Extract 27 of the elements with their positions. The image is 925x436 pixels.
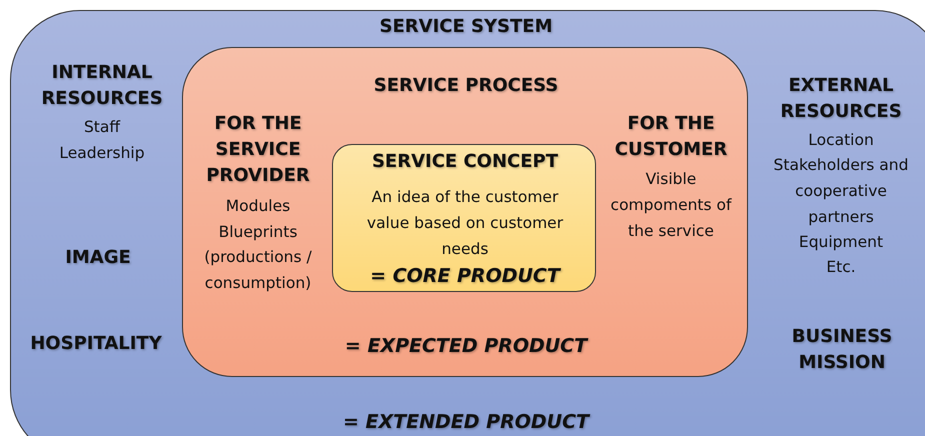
box-title: SERVICE SYSTEM <box>378 15 554 39</box>
section-heading: FOR THE SERVICE PROVIDER <box>205 112 311 188</box>
item-text: Blueprints <box>218 222 298 243</box>
item-text: Leadership <box>58 143 146 164</box>
item-text: Location <box>807 130 875 151</box>
box-footer: = CORE PRODUCT <box>345 263 585 289</box>
box-footer: = EXTENDED PRODUCT <box>306 409 626 435</box>
section-heading: BUSINESS MISSION <box>790 325 894 375</box>
outer-system-box <box>10 10 925 436</box>
box-title: SERVICE PROCESS <box>372 74 560 98</box>
item-text: Staff <box>82 117 122 138</box>
item-text: Stakeholders and cooperative partners <box>772 155 910 228</box>
box-footer: = EXPECTED PRODUCT <box>306 333 626 359</box>
item-text: Equipment <box>798 232 884 253</box>
section-heading: INTERNAL RESOURCES <box>40 61 164 111</box>
box-title: SERVICE CONCEPT <box>370 150 560 174</box>
item-text: Modules <box>224 196 292 217</box>
item-text: (productions / consumption) <box>203 247 313 294</box>
section-heading: EXTERNAL RESOURCES <box>779 74 903 124</box>
item-text: Visible compoments of the service <box>610 169 733 242</box>
section-heading: HOSPITALITY <box>29 332 163 356</box>
item-text: Etc. <box>825 257 857 278</box>
concept-box <box>332 144 596 292</box>
section-heading: FOR THE CUSTOMER <box>614 112 728 162</box>
section-heading: IMAGE <box>64 246 132 270</box>
description-text: An idea of the customer value based on customer needs <box>366 187 564 260</box>
process-box <box>182 47 748 377</box>
